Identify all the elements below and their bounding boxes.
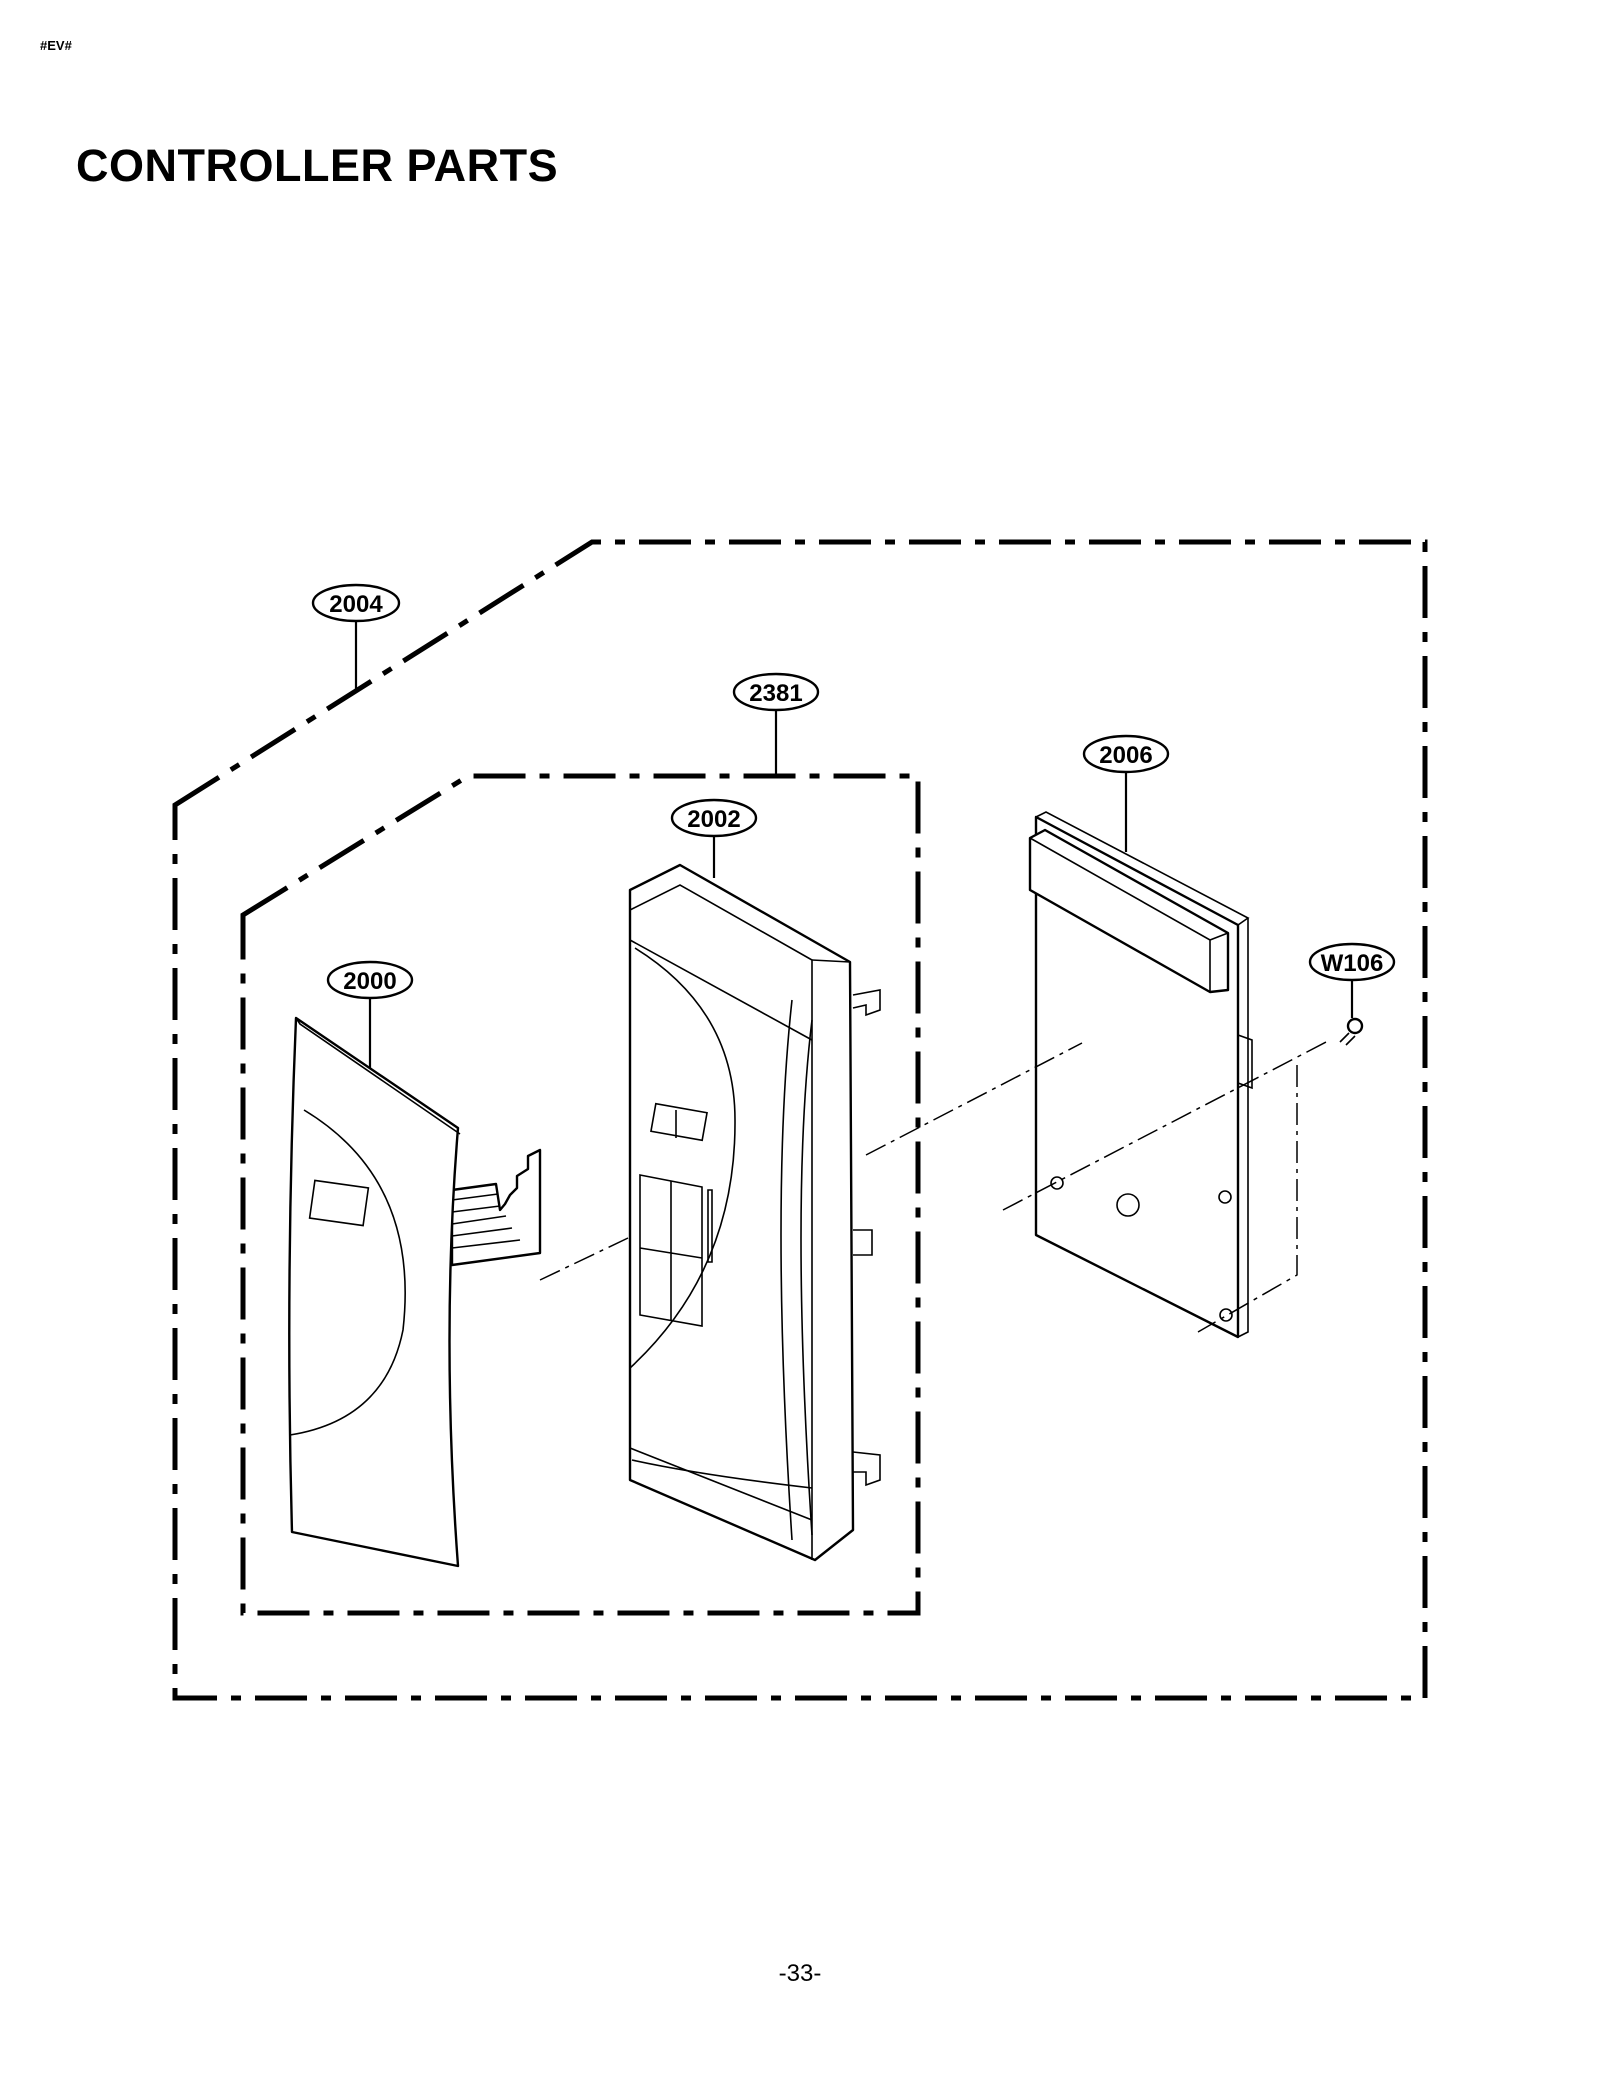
page-number: -33- xyxy=(778,1960,822,1987)
callout-membrane: 2000 xyxy=(326,960,414,1000)
callout-pcb: 2006 xyxy=(1082,734,1170,774)
assembly-line-screw xyxy=(1002,1039,1331,1211)
panel-frame-part xyxy=(628,863,881,1562)
pcb-part xyxy=(1028,811,1253,1339)
svg-text:W106: W106 xyxy=(1321,950,1384,977)
control-box-frame xyxy=(240,773,921,1616)
assembly-line-panel xyxy=(865,1042,1083,1156)
callout-control-box: 2381 xyxy=(732,672,820,712)
callout-panel-frame: 2002 xyxy=(670,798,758,838)
svg-text:2006: 2006 xyxy=(1099,742,1152,769)
membrane-part xyxy=(288,1016,542,1568)
assembly-line-screw-drop xyxy=(1197,1065,1298,1333)
callout-screw: W106 xyxy=(1308,942,1396,982)
model-code: #EV# xyxy=(40,38,72,53)
svg-text:2004: 2004 xyxy=(329,591,383,618)
svg-text:2000: 2000 xyxy=(343,968,396,995)
svg-text:2381: 2381 xyxy=(749,680,802,707)
assembly-line-membrane xyxy=(539,1237,629,1281)
svg-text:2002: 2002 xyxy=(687,806,740,833)
outer-assembly-frame xyxy=(172,539,1428,1701)
page-title: CONTROLLER PARTS xyxy=(76,140,559,191)
screw-part xyxy=(1339,1017,1364,1046)
callout-outer-assembly: 2004 xyxy=(311,583,401,623)
